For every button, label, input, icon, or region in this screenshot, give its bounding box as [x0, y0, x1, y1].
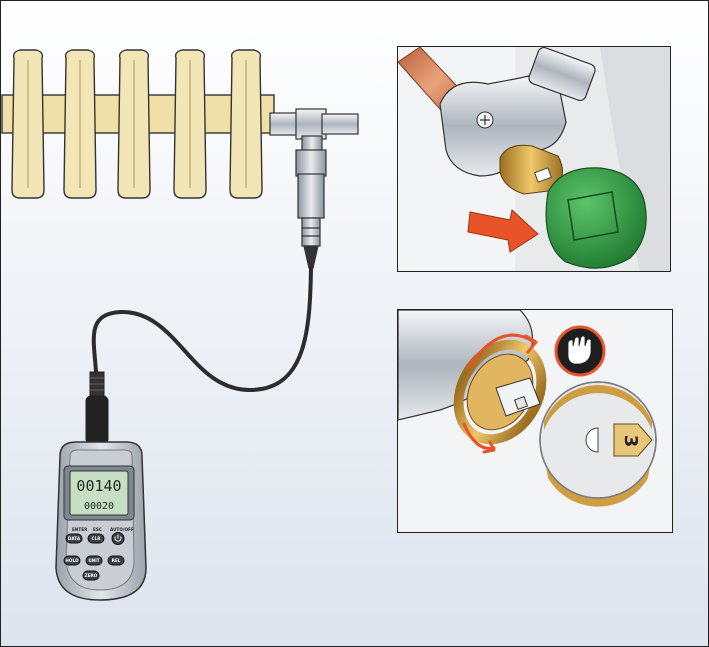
- meter-display: [69, 470, 129, 516]
- detail-panel-remove-cap: [397, 46, 671, 272]
- remove-arrow-icon: [467, 209, 539, 253]
- hold-button-label: HOLD: [65, 558, 79, 563]
- zero-button[interactable]: ZERO: [82, 570, 100, 581]
- hand-icon: [554, 325, 606, 377]
- t-fitting: [269, 108, 359, 177]
- rel-button[interactable]: REL: [107, 555, 125, 566]
- meter-sub-reading: 00020: [84, 501, 114, 512]
- unit-button[interactable]: UNIT: [85, 555, 103, 566]
- rel-button-label: REL: [112, 558, 121, 563]
- power-button[interactable]: [111, 532, 125, 545]
- pressure-meter: 00140 00020 ENTER ESC AUTO/OFF DATA CLR …: [55, 441, 147, 601]
- pressure-sensor: [297, 173, 325, 269]
- data-button[interactable]: DATA: [65, 533, 83, 544]
- clr-button[interactable]: CLR: [87, 533, 105, 544]
- meter-main-reading: 00140: [76, 477, 121, 495]
- data-button-label: DATA: [68, 536, 81, 541]
- meter-label-esc: ESC: [93, 527, 102, 532]
- dial-magnifier: 3: [539, 381, 657, 507]
- green-protective-cap: [545, 167, 647, 269]
- clr-button-label: CLR: [92, 536, 102, 541]
- meter-label-auto-off: AUTO/OFF: [110, 527, 134, 532]
- meter-plug: [85, 371, 109, 445]
- dial-setting-number: 3: [620, 435, 641, 448]
- hold-button[interactable]: HOLD: [63, 555, 81, 566]
- sensor-cable: [91, 266, 313, 393]
- power-icon: [114, 534, 122, 542]
- valve-insert: [499, 144, 563, 195]
- zero-button-label: ZERO: [85, 573, 98, 578]
- detail-panel-set-dial: 3: [397, 309, 673, 533]
- valve-body: [439, 75, 567, 177]
- radiator: [1, 49, 275, 199]
- rotate-arrows-icon: [462, 333, 538, 454]
- unit-button-label: UNIT: [88, 558, 99, 563]
- meter-label-enter: ENTER: [72, 527, 88, 532]
